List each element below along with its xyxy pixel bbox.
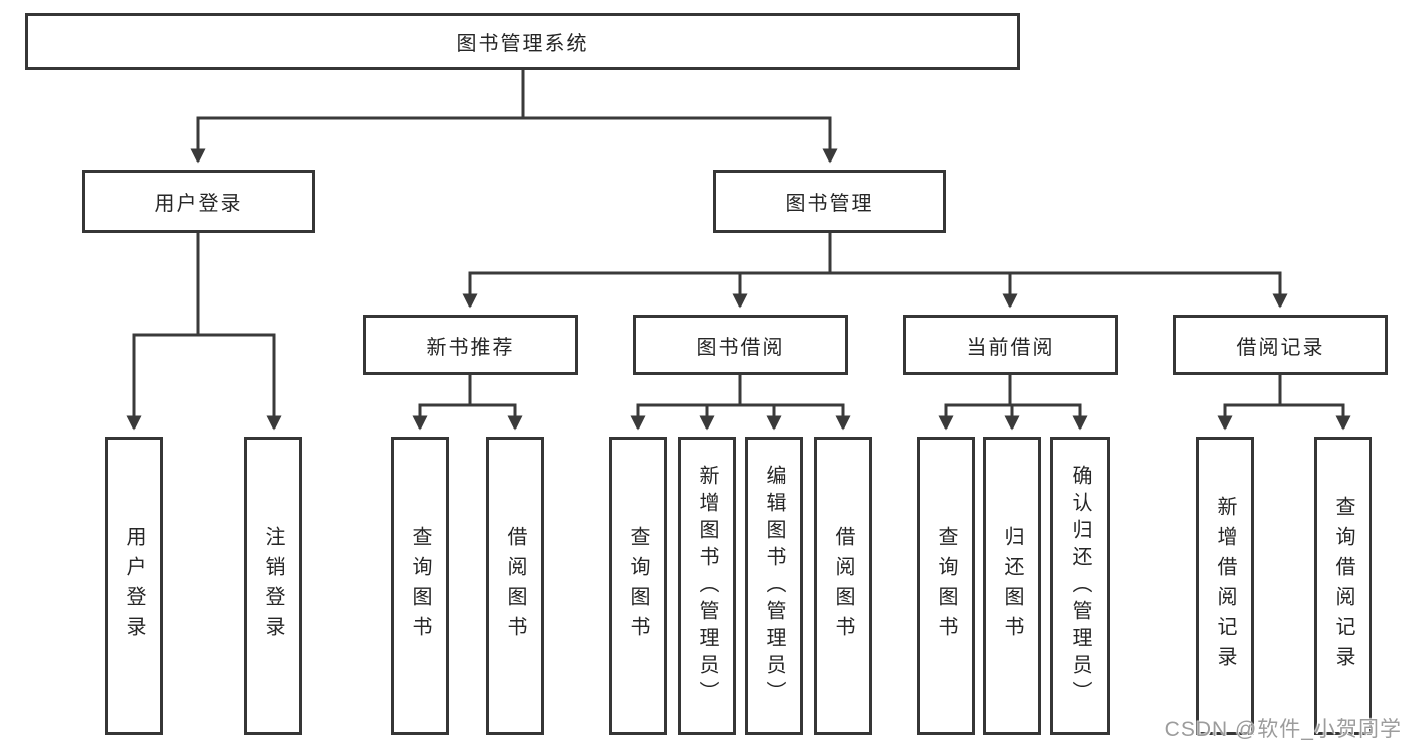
connector-book-borrow-trunk xyxy=(636,375,845,407)
leaf-confirm-return-admin: 确认归还（管理员） xyxy=(1050,437,1110,735)
watermark: CSDN @软件_小贺同学 xyxy=(1164,718,1402,741)
leaf-query-books-current: 查询图书 xyxy=(917,437,975,735)
node-current-borrow: 当前借阅 xyxy=(903,315,1118,375)
leaf-query-books-borrow: 查询图书 xyxy=(609,437,667,735)
leaf-logout: 注销登录 xyxy=(244,437,302,735)
node-root: 图书管理系统 xyxy=(25,13,1020,70)
leaf-borrow-books-recommend: 借阅图书 xyxy=(486,437,544,735)
leaf-add-borrow-record: 新增借阅记录 xyxy=(1196,437,1254,735)
node-book-management: 图书管理 xyxy=(713,170,946,233)
leaf-borrow-books: 借阅图书 xyxy=(814,437,872,735)
leaf-return-book: 归还图书 xyxy=(983,437,1041,735)
node-user-login: 用户登录 xyxy=(82,170,315,233)
connector-book-management-trunk xyxy=(468,233,1282,275)
leaf-query-borrow-record: 查询借阅记录 xyxy=(1314,437,1372,735)
connector-user-login-trunk xyxy=(132,233,276,337)
connector-borrow-records-trunk xyxy=(1223,375,1345,407)
leaf-edit-book-admin: 编辑图书（管理员） xyxy=(745,437,803,735)
connector-current-borrow-trunk xyxy=(944,375,1082,407)
connector-root-trunk xyxy=(196,70,832,120)
node-new-book-recommend: 新书推荐 xyxy=(363,315,578,375)
node-borrow-records: 借阅记录 xyxy=(1173,315,1388,375)
node-book-borrow: 图书借阅 xyxy=(633,315,848,375)
leaf-user-login: 用户登录 xyxy=(105,437,163,735)
leaf-add-book-admin: 新增图书（管理员） xyxy=(678,437,736,735)
leaf-query-books-recommend: 查询图书 xyxy=(391,437,449,735)
connector-new-book-trunk xyxy=(418,375,517,407)
